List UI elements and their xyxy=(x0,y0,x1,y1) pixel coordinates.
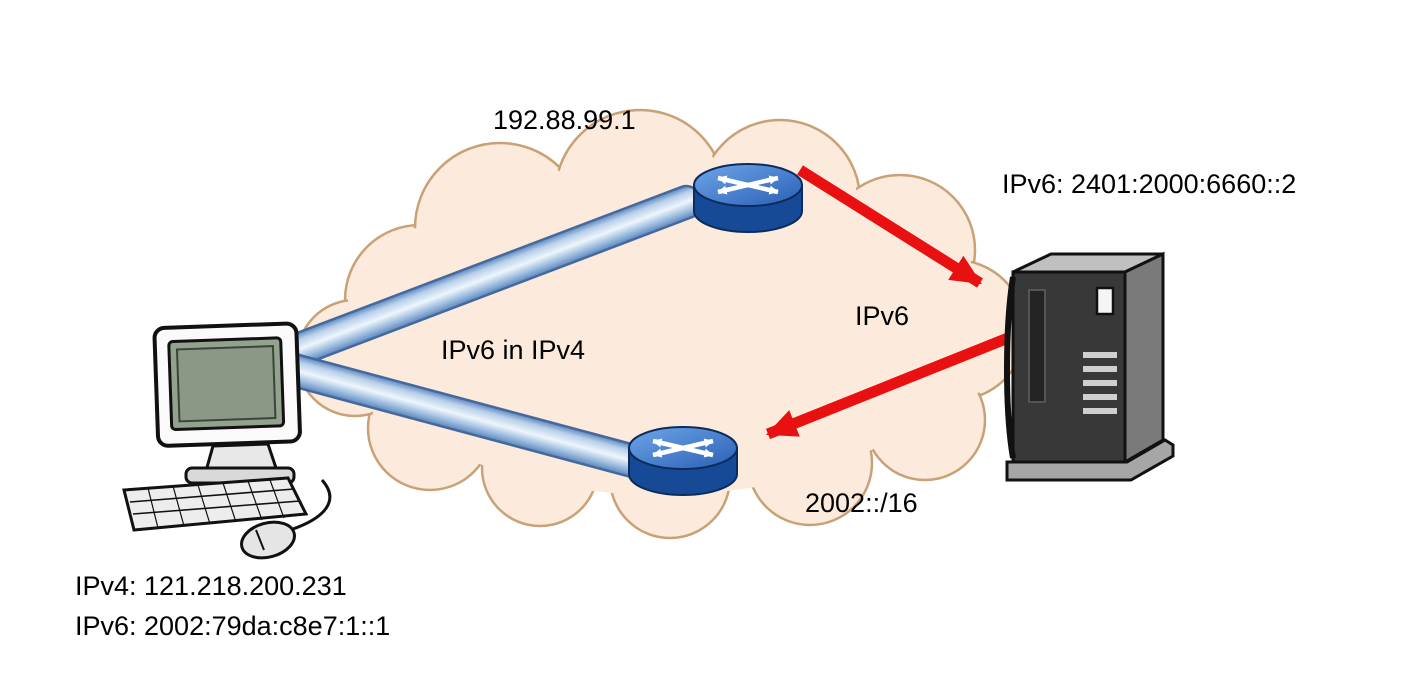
keyboard-icon xyxy=(122,476,309,532)
label-server-ipv6: IPv6: 2401:2000:6660::2 xyxy=(1002,169,1297,199)
computer-icon xyxy=(122,321,332,560)
mouse-icon xyxy=(240,478,332,560)
monitor-icon xyxy=(152,321,302,448)
label-tunnel: IPv6 in IPv4 xyxy=(441,335,586,365)
server-drive-slot xyxy=(1095,286,1115,316)
label-relay-anycast-ip: 192.88.99.1 xyxy=(493,105,636,135)
router-icon-top xyxy=(694,164,802,232)
server-icon xyxy=(1004,251,1175,482)
label-6to4-prefix: 2002::/16 xyxy=(805,488,918,518)
server-vent-panel xyxy=(1028,289,1046,403)
server-vent-lines xyxy=(1083,352,1117,414)
router-icon-bottom xyxy=(629,427,737,495)
label-host-ipv4: IPv4: 121.218.200.231 xyxy=(75,571,347,601)
label-ipv6-link: IPv6 xyxy=(855,301,910,331)
mouse-cable xyxy=(289,478,332,532)
arrow-server-to-router xyxy=(765,332,1011,440)
label-host-ipv6: IPv6: 2002:79da:c8e7:1::1 xyxy=(75,611,391,641)
arrow-router-to-server xyxy=(797,165,983,288)
server-side-shadow xyxy=(1004,276,1016,459)
